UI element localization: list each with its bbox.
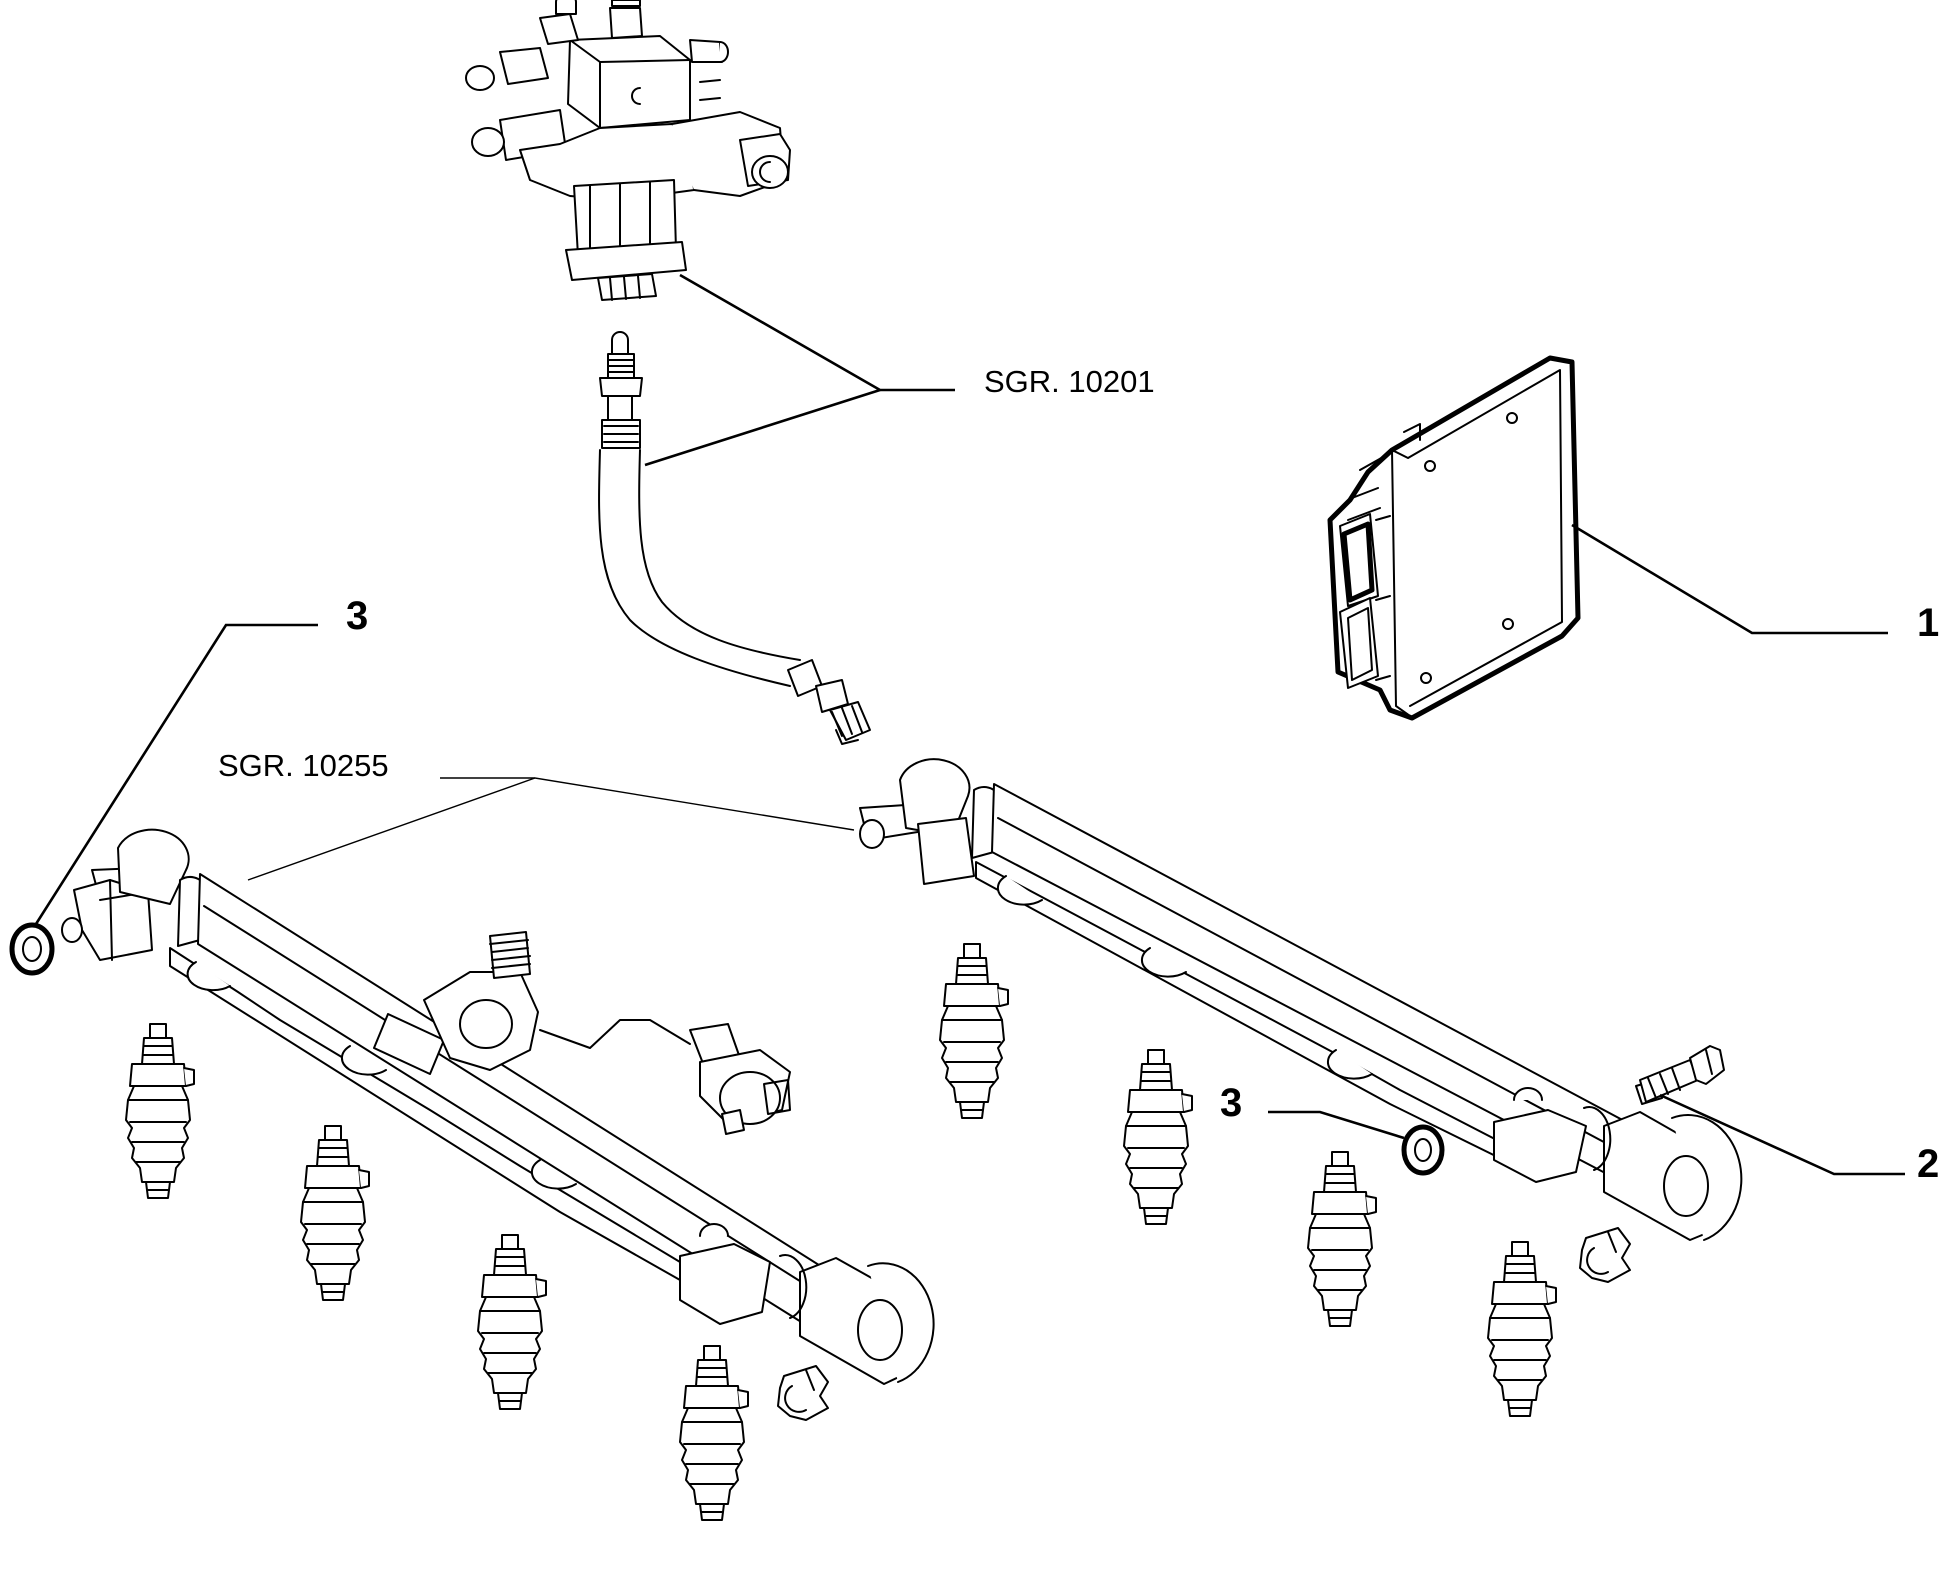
- fuel-rail-right: [859, 758, 1743, 1241]
- callout-2: 2: [1917, 1142, 1939, 1186]
- label-sgr-10255: SGR. 10255: [218, 748, 389, 783]
- bolt: [1635, 1045, 1725, 1105]
- leader-lines: [34, 273, 1905, 1176]
- callout-1: 1: [1917, 601, 1939, 645]
- high-pressure-pipe: [598, 331, 871, 745]
- label-sgr-10201: SGR. 10201: [984, 364, 1155, 399]
- seal-ring-right: [1401, 1124, 1445, 1176]
- callout-3-left: 3: [346, 594, 368, 638]
- fuel-rail-left: [61, 828, 935, 1385]
- engine-control-unit: [1327, 355, 1581, 721]
- seal-ring-left: [9, 922, 55, 976]
- callout-3-right: 3: [1220, 1081, 1242, 1125]
- high-pressure-pump: [465, 0, 791, 301]
